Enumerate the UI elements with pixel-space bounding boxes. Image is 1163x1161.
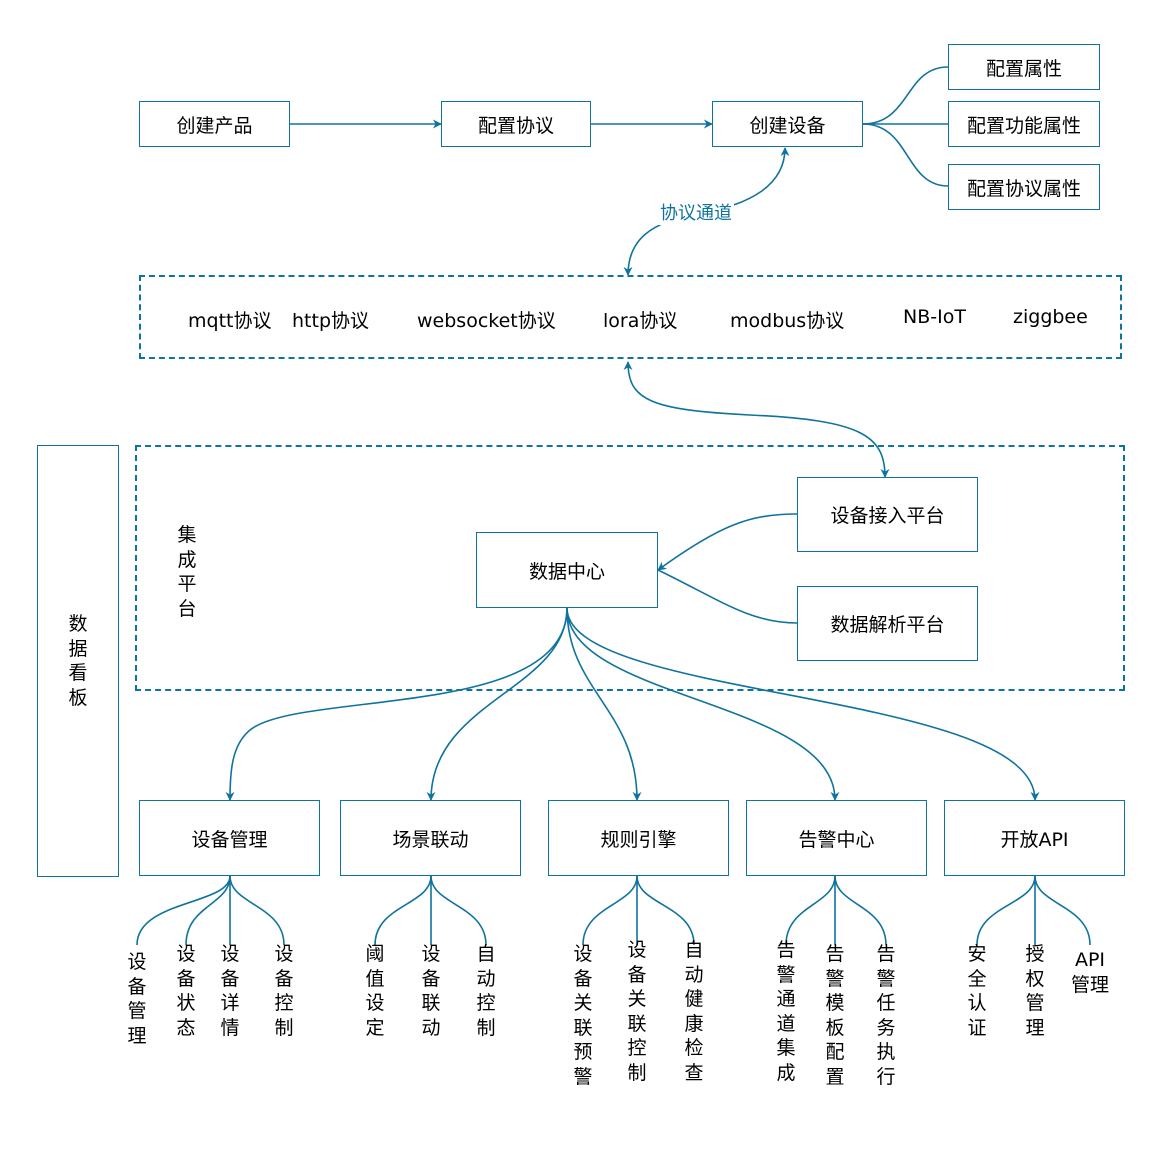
edge-alarm-c3	[834, 875, 887, 946]
data-center-node[interactable]: 数据中心	[476, 532, 658, 608]
edge-devmgmt-c4	[229, 875, 285, 946]
config-attr-node[interactable]: 配置属性	[948, 44, 1100, 90]
integration-platform-label: 集成平台	[177, 524, 197, 620]
module-device-management[interactable]: 设备管理	[139, 800, 320, 876]
create-device-node[interactable]: 创建设备	[712, 101, 863, 147]
api-item-api-management: API管理	[1070, 949, 1109, 996]
scene-item-threshold: 阈值设定	[365, 943, 385, 1039]
edge-devmgmt-c2	[185, 875, 231, 946]
edge-alarm-c1	[785, 875, 836, 946]
alarm-item-channel: 告警通道集成	[776, 939, 796, 1084]
edge-rule-c1	[582, 875, 638, 946]
edge-devmgmt-c1	[136, 875, 231, 946]
device-mgmt-item-control: 设备控制	[274, 943, 294, 1039]
data-dashboard-panel[interactable]: 数据看板	[37, 445, 119, 877]
device-mgmt-item-status: 设备状态	[176, 943, 196, 1039]
protocol-nbiot: NB-IoT	[903, 306, 966, 328]
alarm-item-task: 告警任务执行	[876, 943, 896, 1088]
scene-item-auto-control: 自动控制	[476, 943, 496, 1039]
edge-scene-c1	[374, 875, 432, 946]
create-product-node[interactable]: 创建产品	[139, 101, 290, 147]
device-mgmt-item-manage: 设备管理	[127, 951, 147, 1047]
rule-item-health-check: 自动健康检查	[684, 939, 704, 1084]
module-open-api[interactable]: 开放API	[944, 800, 1125, 876]
data-dashboard-label: 数据看板	[68, 613, 88, 709]
edge-device-to-attr	[862, 66, 949, 125]
module-alarm-center[interactable]: 告警中心	[746, 800, 927, 876]
alarm-item-template: 告警模板配置	[825, 943, 845, 1088]
module-rule-engine[interactable]: 规则引擎	[548, 800, 729, 876]
protocol-channel-label: 协议通道	[658, 199, 734, 225]
protocol-modbus: modbus协议	[730, 310, 845, 332]
protocol-ziggbee: ziggbee	[1013, 306, 1088, 328]
scene-item-linkage: 设备联动	[421, 943, 441, 1039]
protocol-lora: lora协议	[603, 310, 678, 332]
edge-api-c3	[1034, 875, 1091, 946]
protocol-group	[139, 275, 1122, 359]
config-protocol-attr-node[interactable]: 配置协议属性	[948, 164, 1100, 210]
edge-rule-c3	[636, 875, 695, 946]
edge-api-c1	[976, 875, 1036, 946]
module-scene-linkage[interactable]: 场景联动	[340, 800, 521, 876]
api-item-authorization: 授权管理	[1025, 943, 1045, 1039]
config-protocol-node[interactable]: 配置协议	[441, 101, 591, 147]
device-mgmt-item-detail: 设备详情	[220, 943, 240, 1039]
rule-item-linked-control: 设备关联控制	[627, 939, 647, 1084]
api-item-auth: 安全认证	[967, 943, 987, 1039]
rule-item-linked-alarm: 设备关联预警	[573, 943, 593, 1088]
edge-device-to-protocol-attr	[862, 123, 949, 187]
data-parse-node[interactable]: 数据解析平台	[797, 586, 978, 661]
integration-platform-group	[135, 445, 1125, 691]
device-access-node[interactable]: 设备接入平台	[797, 477, 978, 552]
edge-scene-c3	[430, 875, 487, 946]
protocol-mqtt: mqtt协议	[188, 310, 272, 332]
config-func-attr-node[interactable]: 配置功能属性	[948, 101, 1100, 147]
protocol-websocket: websocket协议	[417, 310, 556, 332]
protocol-http: http协议	[292, 310, 370, 332]
